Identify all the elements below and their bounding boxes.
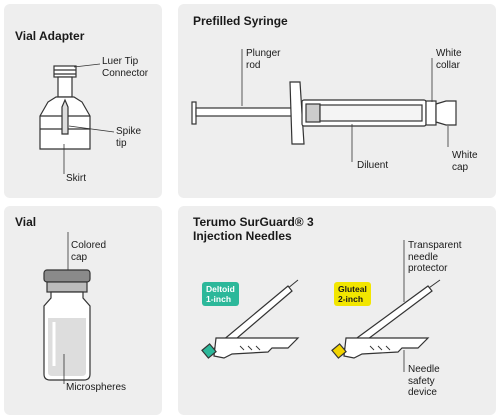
skirt-label: Skirt	[66, 173, 86, 184]
diluent-label: Diluent	[357, 160, 389, 171]
luer-tip-connector-label: Luer Tip Connector	[102, 56, 149, 79]
gluteal-needle	[331, 279, 441, 359]
transparent-needle-protector-label: Transparent needle protector	[408, 240, 462, 274]
needles-illustration	[201, 240, 441, 372]
needle-safety-device-label: Needle safety device	[408, 364, 440, 398]
white-cap-label: White cap	[452, 150, 478, 173]
deltoid-hub	[201, 343, 217, 359]
needles-title-line2: Injection Needles	[193, 229, 292, 243]
microspheres-label: Microspheres	[66, 382, 127, 393]
plunger-rod-label: Plunger rod	[246, 48, 281, 71]
vial-adapter-panel: Vial Adapter Luer Tip Connector Spike ti…	[4, 4, 162, 198]
colored-cap-label: Colored cap	[71, 240, 107, 263]
gluteal-badge: Gluteal 2-inch	[334, 282, 371, 306]
deltoid-badge: Deltoid 1-inch	[202, 282, 239, 306]
vial-title: Vial	[15, 215, 37, 229]
vial-adapter-illustration	[39, 63, 115, 174]
needles-panel: Terumo SurGuard® 3 Injection Needles	[178, 206, 496, 415]
vial-illustration	[43, 232, 91, 384]
gluteal-hub	[331, 343, 347, 359]
deltoid-needle	[201, 279, 300, 359]
needles-title-line1: Terumo SurGuard® 3	[193, 215, 314, 229]
prefilled-syringe-title: Prefilled Syringe	[193, 14, 288, 28]
prefilled-syringe-panel: Prefilled Syringe Plunger rod White	[178, 4, 496, 198]
syringe-illustration	[191, 49, 457, 162]
vial-panel: Vial Colored cap Microspheres	[4, 206, 162, 415]
white-collar-label: White collar	[436, 48, 462, 71]
needles-title: Terumo SurGuard® 3 Injection Needles	[193, 215, 314, 243]
spike-tip-label: Spike tip	[116, 126, 142, 149]
vial-adapter-title: Vial Adapter	[15, 29, 85, 43]
